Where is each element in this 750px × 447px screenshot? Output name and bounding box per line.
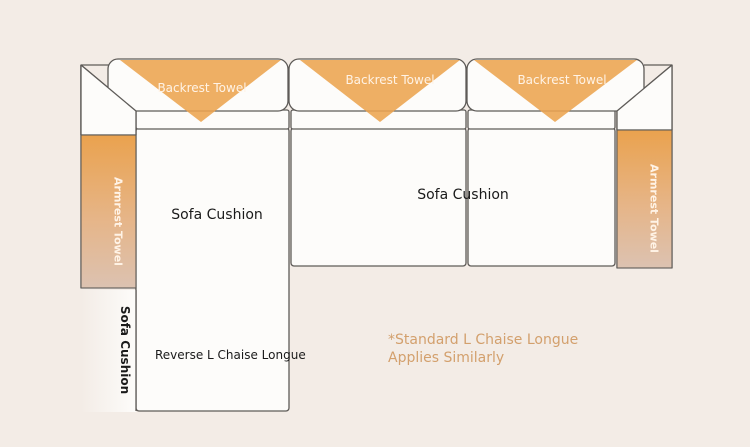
backrest-towel-right — [474, 60, 637, 122]
note-line-1: *Standard L Chaise Longue — [388, 332, 579, 348]
backrest-towel-left — [120, 60, 281, 122]
backrest-towel-middle — [300, 60, 460, 122]
seat-cushion-left — [135, 127, 290, 412]
backrest-towel-label-middle: Backrest Towel — [345, 73, 435, 87]
backrest-towel-label-right: Backrest Towel — [517, 73, 607, 87]
armrest-towel-label-left: Armrest Towel — [111, 177, 125, 266]
sofa-cushion-label-middle: Sofa Cushion — [417, 187, 509, 203]
note-line-2: Applies Similarly — [388, 350, 505, 366]
chaise-side-cushion — [81, 290, 136, 412]
reverse-l-chaise-label: Reverse L Chaise Longue — [155, 348, 306, 362]
sofa-cushion-label-side: Sofa Cushion — [118, 305, 132, 395]
armrest-towel-right — [616, 129, 673, 269]
sofa-cushion-label-left: Sofa Cushion — [171, 207, 263, 223]
armrest-towel-label-right: Armrest Towel — [647, 164, 661, 253]
armrest-towel-left — [80, 134, 137, 289]
backrest-towel-label-left: Backrest Towel — [157, 81, 247, 95]
back-strip-right — [467, 109, 616, 130]
